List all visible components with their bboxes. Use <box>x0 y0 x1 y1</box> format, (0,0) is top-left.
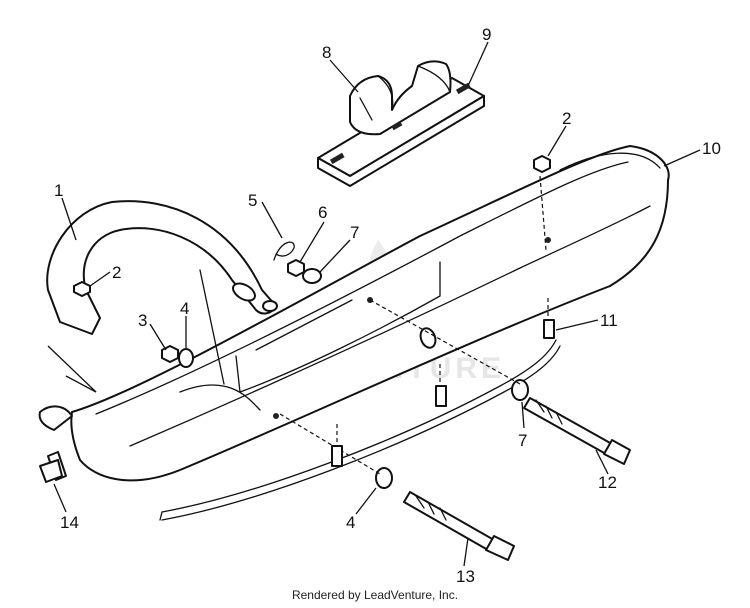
callout-10: 10 <box>702 139 721 158</box>
callout-4-top: 4 <box>180 299 189 318</box>
ski-saddle-assembly <box>317 60 485 187</box>
leader-lines <box>47 41 701 567</box>
callout-5: 5 <box>248 191 257 210</box>
callout-3: 3 <box>138 311 147 330</box>
bolt-13 <box>403 491 515 561</box>
cotter-pin <box>273 241 295 261</box>
bolt-12 <box>523 397 631 465</box>
callout-1: 1 <box>54 181 63 200</box>
nut-2-handle <box>73 281 91 297</box>
washer-4-bottom <box>375 467 393 489</box>
callout-11: 11 <box>600 311 618 330</box>
callout-4-bottom: 4 <box>346 513 355 532</box>
washer-7-bottom <box>511 379 529 401</box>
ski-loop-handle <box>46 200 278 385</box>
footer-credit: Rendered by LeadVenture, Inc. <box>291 588 459 602</box>
callout-2-handle: 2 <box>112 263 121 282</box>
nut-2-top <box>533 155 551 173</box>
hardware <box>73 155 551 489</box>
callout-8: 8 <box>322 43 331 62</box>
nut-6 <box>287 259 305 277</box>
washer-7-top <box>302 268 322 284</box>
callout-labels: 1 2 2 3 4 4 5 6 7 7 8 9 10 11 12 13 14 <box>54 25 721 586</box>
callout-7-top: 7 <box>350 223 359 242</box>
callout-13: 13 <box>456 567 475 586</box>
callout-2-top: 2 <box>562 109 571 128</box>
ski-body <box>70 145 670 482</box>
callout-9: 9 <box>482 25 491 44</box>
ski-wear-bar <box>38 339 561 521</box>
callout-7-bottom: 7 <box>518 431 527 450</box>
wear-bar-studs <box>331 298 555 467</box>
callout-12: 12 <box>598 473 617 492</box>
washer-4-top <box>178 348 194 368</box>
callout-14: 14 <box>60 513 79 532</box>
callout-6: 6 <box>318 203 327 222</box>
bolt-14 <box>39 451 67 483</box>
